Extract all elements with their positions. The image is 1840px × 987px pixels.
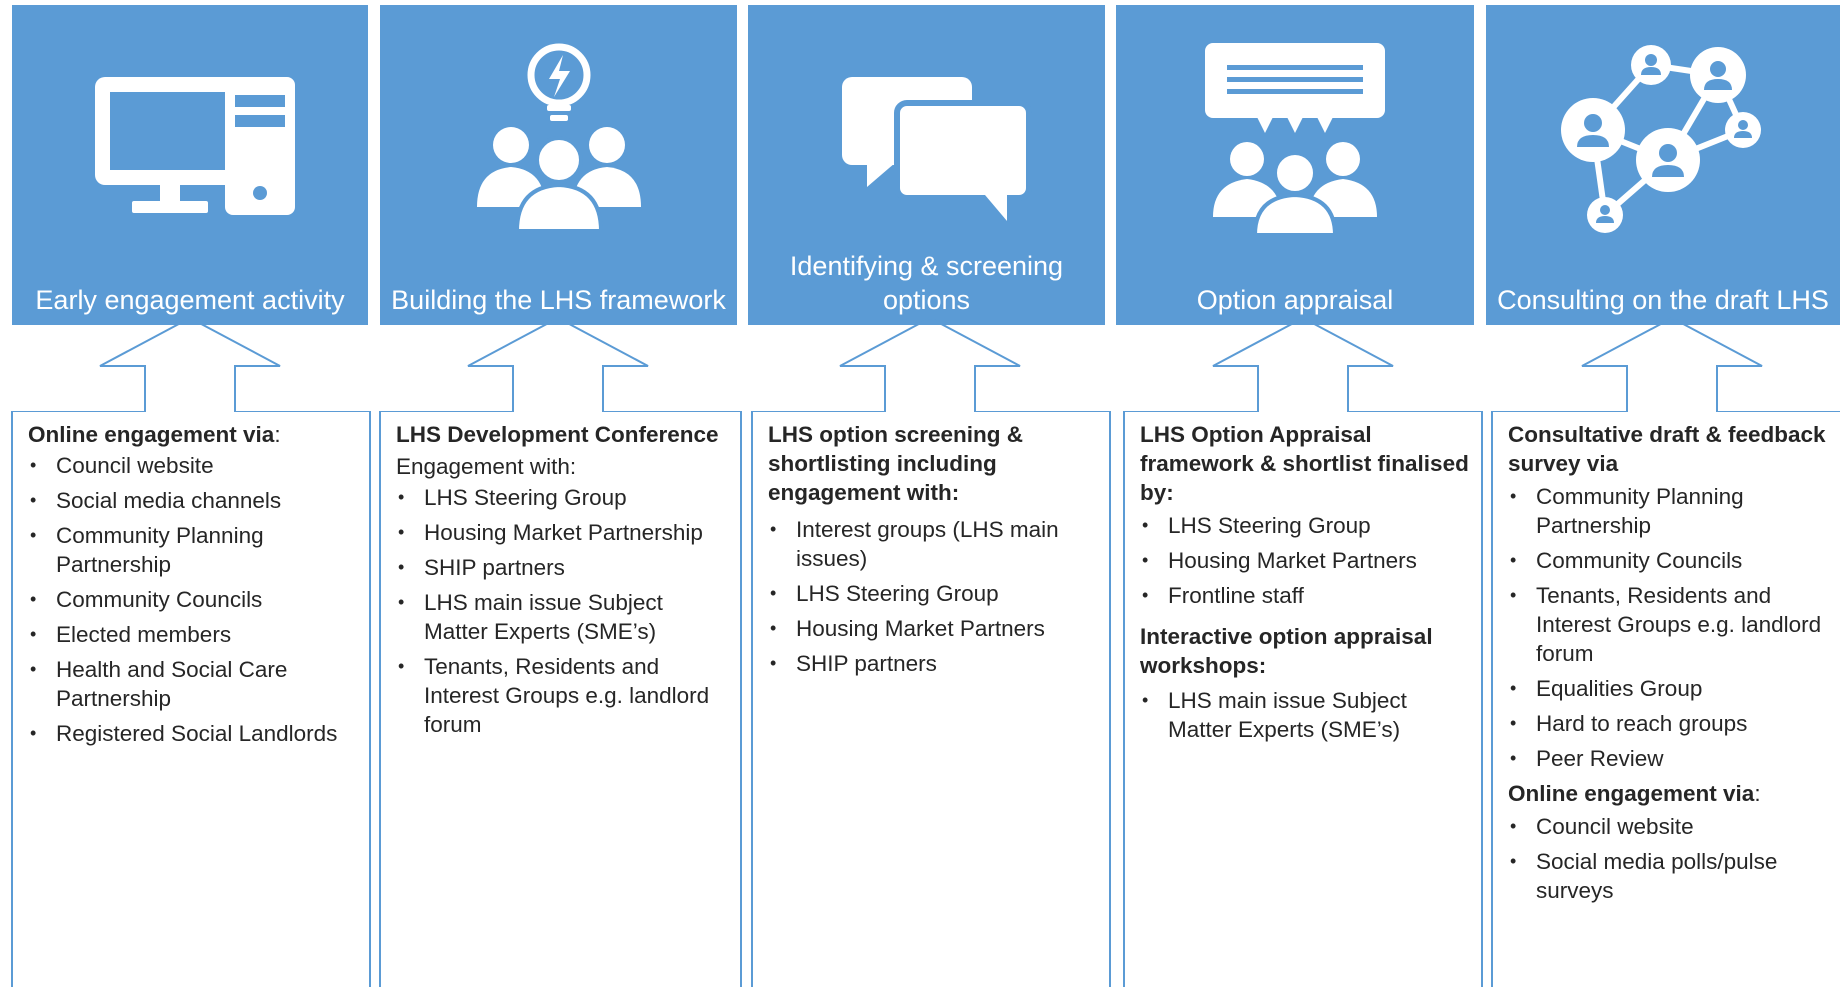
section-heading: Interactive option appraisal workshops:	[1140, 624, 1433, 678]
stage-content-3: LHS option screening & shortlisting incl…	[753, 412, 1109, 987]
list-item: Hard to reach groups	[1508, 709, 1830, 738]
list-item: Council website	[1508, 812, 1830, 841]
list-item: Community Planning Partnership	[1508, 482, 1830, 540]
section-heading: LHS option screening & shortlisting incl…	[768, 422, 1024, 505]
section-heading: Online engagement via:	[1508, 781, 1761, 806]
stage-content-5: Consultative draft & feedback survey via…	[1493, 412, 1840, 987]
section-subheading: Engagement with:	[396, 454, 577, 479]
list-item: LHS Steering Group	[1140, 511, 1471, 540]
stage-title: Identifying & screening options	[789, 251, 1064, 315]
list-item: Community Planning Partnership	[28, 521, 359, 579]
list-item: SHIP partners	[396, 553, 730, 582]
list-item: Tenants, Residents and Interest Groups e…	[396, 652, 730, 739]
bullet-list: LHS main issue Subject Matter Experts (S…	[1140, 686, 1471, 744]
stage-header-3: Identifying & screening options	[748, 5, 1105, 325]
list-item: SHIP partners	[768, 649, 1099, 678]
stage-content-2: LHS Development Conference Engagement wi…	[381, 412, 740, 987]
stage-content-1: Online engagement via: Council website S…	[13, 412, 369, 987]
stage-header-1: Early engagement activity	[12, 5, 368, 325]
list-item: Registered Social Landlords	[28, 719, 359, 748]
stage-title: Building the LHS framework	[391, 285, 726, 315]
stage-header-5: Consulting on the draft LHS	[1486, 5, 1840, 325]
list-item: Social media channels	[28, 486, 359, 515]
bullet-list: Interest groups (LHS main issues) LHS St…	[768, 515, 1099, 678]
list-item: Elected members	[28, 620, 359, 649]
bullet-list: LHS Steering Group Housing Market Partne…	[1140, 511, 1471, 610]
list-item: Health and Social Care Partnership	[28, 655, 359, 713]
stage-header-4: Option appraisal	[1116, 5, 1474, 325]
list-item: LHS Steering Group	[396, 483, 730, 512]
list-item: Tenants, Residents and Interest Groups e…	[1508, 581, 1830, 668]
network-people-icon	[1561, 45, 1761, 233]
list-item: Frontline staff	[1140, 581, 1471, 610]
computer-icon	[95, 77, 295, 215]
stage-content-4: LHS Option Appraisal framework & shortli…	[1125, 412, 1481, 987]
list-item: Housing Market Partners	[768, 614, 1099, 643]
lightbulb-team-icon	[476, 43, 641, 233]
list-item: Community Councils	[1508, 546, 1830, 575]
list-item: Council website	[28, 451, 359, 480]
chat-bubbles-icon	[841, 77, 1032, 221]
bullet-list: Community Planning Partnership Community…	[1508, 482, 1830, 773]
section-heading: LHS Development Conference	[396, 422, 719, 447]
stage-header-2: Building the LHS framework	[380, 5, 737, 325]
list-item: Interest groups (LHS main issues)	[768, 515, 1099, 573]
stage-title: Option appraisal	[1196, 285, 1394, 315]
section-heading: Online engagement via:	[28, 422, 281, 447]
list-item: Housing Market Partners	[1140, 546, 1471, 575]
bullet-list: Council website Social media channels Co…	[28, 451, 359, 748]
list-item: Equalities Group	[1508, 674, 1830, 703]
group-discussion-icon	[1205, 43, 1385, 235]
list-item: LHS main issue Subject Matter Experts (S…	[396, 588, 730, 646]
list-item: LHS Steering Group	[768, 579, 1099, 608]
list-item: Housing Market Partnership	[396, 518, 730, 547]
section-heading: Consultative draft & feedback survey via	[1508, 422, 1826, 476]
bullet-list: Council website Social media polls/pulse…	[1508, 812, 1830, 905]
list-item: Community Councils	[28, 585, 359, 614]
list-item: LHS main issue Subject Matter Experts (S…	[1140, 686, 1471, 744]
section-heading: LHS Option Appraisal framework & shortli…	[1140, 422, 1469, 505]
stage-title: Consulting on the draft LHS	[1497, 285, 1829, 315]
list-item: Peer Review	[1508, 744, 1830, 773]
stage-title: Early engagement activity	[35, 285, 345, 315]
list-item: Social media polls/pulse surveys	[1508, 847, 1830, 905]
bullet-list: LHS Steering Group Housing Market Partne…	[396, 483, 730, 739]
